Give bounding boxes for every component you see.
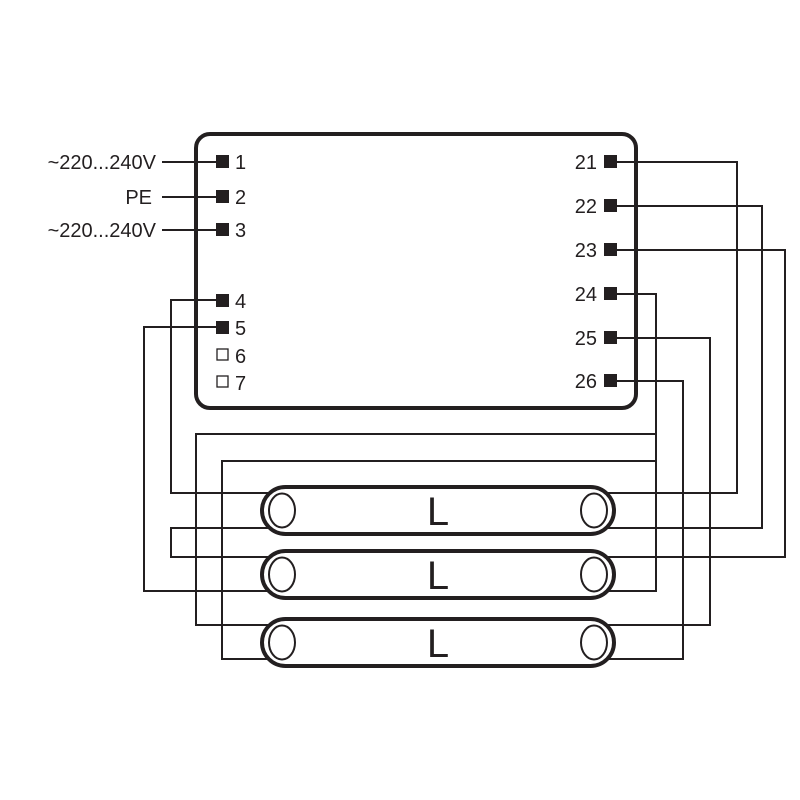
terminal-number: 6: [235, 346, 246, 368]
terminal-23: [604, 243, 617, 256]
left-terminal-strip: [216, 155, 229, 388]
terminal-3: [216, 223, 229, 236]
lamp-2: L: [260, 549, 616, 600]
lamp-label: L: [427, 554, 449, 598]
wire-22-lamp1: [590, 205, 763, 529]
terminal-number: 2: [235, 187, 246, 209]
terminal-number: 24: [575, 284, 597, 306]
terminal-number: 3: [235, 220, 246, 242]
terminal-number: 21: [575, 152, 597, 174]
terminal-number: 5: [235, 318, 246, 340]
terminal-22: [604, 199, 617, 212]
right-terminal-strip: [604, 155, 617, 387]
terminal-number: 4: [235, 291, 246, 313]
terminal-7-unused: [216, 375, 229, 388]
supply-label-n: ~220...240V: [48, 220, 157, 242]
ballast-housing: [194, 132, 638, 410]
lamp-cathode-right: [580, 624, 608, 661]
terminal-6-unused: [216, 348, 229, 361]
terminal-26: [604, 374, 617, 387]
terminal-number: 23: [575, 240, 597, 262]
supply-label-pe: PE: [125, 187, 152, 209]
lamp-tube: [260, 485, 616, 536]
lamp-3: L: [260, 617, 616, 668]
lamp-wiring: [143, 161, 786, 660]
terminal-25: [604, 331, 617, 344]
terminal-5: [216, 321, 229, 334]
lamp-1: L: [260, 485, 616, 536]
lamp-tube: [260, 617, 616, 668]
wire-5-lamp2: [143, 326, 285, 592]
wire-link-lamp1-lamp2: [170, 527, 285, 558]
lamp-tube: [260, 549, 616, 600]
terminal-number: 26: [575, 371, 597, 393]
lamp-cathode-left: [268, 624, 296, 661]
lamp-cathode-right: [580, 492, 608, 529]
wire-21-lamp1: [590, 161, 738, 494]
lamp-cathode-left: [268, 556, 296, 593]
wire-4-lamp1: [170, 299, 285, 494]
terminal-number: 7: [235, 373, 246, 395]
terminal-1: [216, 155, 229, 168]
wire-25-lamp3: [590, 337, 711, 626]
supply-label-l1: ~220...240V: [48, 152, 157, 174]
wire-23-lamp2: [590, 249, 786, 558]
terminal-number: 1: [235, 152, 246, 174]
lamp-label: L: [427, 490, 449, 534]
wire-26-lamp3: [590, 380, 684, 660]
lamp-cathode-right: [580, 556, 608, 593]
lamp-label: L: [427, 622, 449, 666]
terminal-24: [604, 287, 617, 300]
terminal-21: [604, 155, 617, 168]
terminal-4: [216, 294, 229, 307]
terminal-2: [216, 190, 229, 203]
terminal-number: 22: [575, 196, 597, 218]
lamp-cathode-left: [268, 492, 296, 529]
wire-link-lamp2-lamp3: [195, 433, 657, 660]
supply-wires: [162, 161, 216, 231]
terminal-number: 25: [575, 328, 597, 350]
